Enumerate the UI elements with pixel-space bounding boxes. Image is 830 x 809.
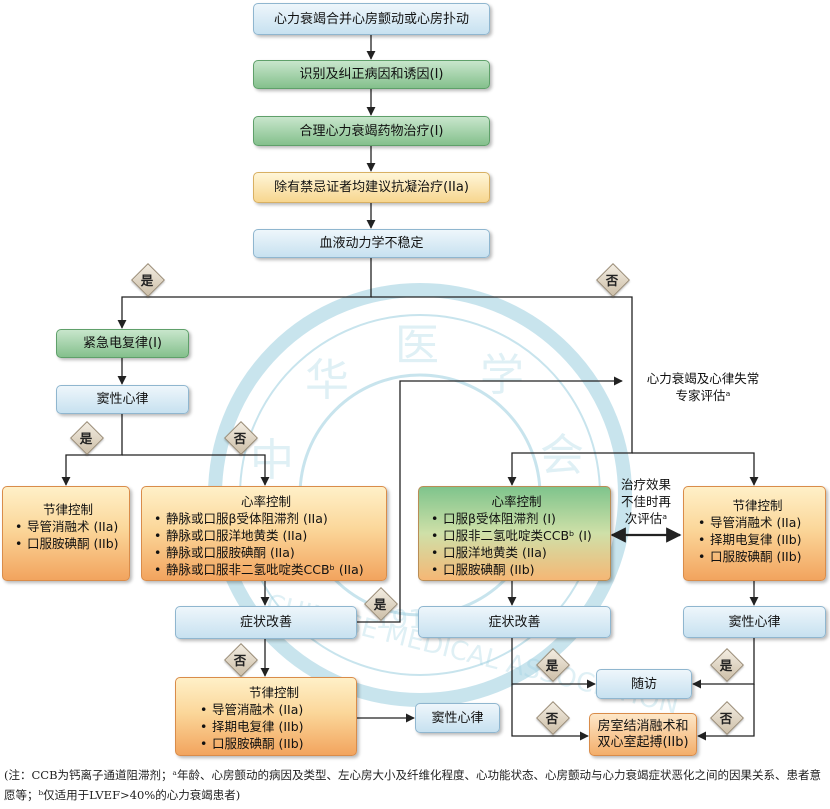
sinus-rhythm-label-3: 窦性心律: [728, 614, 781, 630]
list-item: 静脉或口服胺碘酮 (IIa): [154, 544, 378, 561]
decision-yes: 是: [373, 596, 387, 612]
reevaluate-line-3: 次评估ᵃ: [624, 511, 668, 526]
urgent-cardioversion-node: 紧急电复律(I): [56, 329, 189, 358]
watermark-char: 中: [250, 435, 294, 486]
list-item: 导管消融术 (IIa): [698, 514, 817, 531]
rhythm-control-box-3: 节律控制 导管消融术 (IIa) 择期电复律 (IIb) 口服胺碘酮 (IIb): [683, 486, 826, 581]
expert-evaluation-line-2: 专家评估ᵃ: [675, 388, 731, 403]
start-node: 心力衰竭合并心房颤动或心房扑动: [253, 3, 490, 35]
symptom-improve-node-2: 症状改善: [418, 606, 611, 638]
list-item: 口服胺碘酮 (IIb): [431, 561, 602, 578]
reevaluate-line-2: 不佳时再: [620, 494, 671, 509]
list-item: 静脉或口服β受体阻滞剂 (IIa): [154, 510, 378, 527]
list-item: 口服胺碘酮 (IIb): [698, 548, 817, 565]
sinus-rhythm-node-2: 窦性心律: [415, 703, 500, 733]
list-item: 导管消融术 (IIa): [200, 701, 348, 718]
sinus-rhythm-label-1: 窦性心律: [96, 392, 149, 407]
reevaluate-text: 治疗效果 不佳时再 次评估ᵃ: [614, 476, 678, 527]
watermark-char: 医: [395, 320, 439, 371]
rhythm-control-title-1: 节律控制: [42, 502, 93, 517]
av-node-ablation-node: 房室结消融术和 双心室起搏(IIb): [589, 713, 697, 756]
sinus-rhythm-node-3: 窦性心律: [683, 606, 826, 638]
watermark-char: 学: [480, 350, 524, 401]
hemodynamic-unstable-node: 血液动力学不稳定: [253, 229, 490, 258]
rational-therapy-label: 合理心力衰竭药物治疗(I): [299, 123, 444, 139]
list-item: 口服胺碘酮 (IIb): [15, 535, 121, 552]
sinus-rhythm-node-1: 窦性心律: [56, 385, 189, 414]
rhythm-control-box-2: 节律控制 导管消融术 (IIa) 择期电复律 (IIb) 口服胺碘酮 (IIb): [175, 677, 357, 756]
decision-yes: 是: [140, 272, 154, 288]
rate-control-box-1: 心率控制 静脉或口服β受体阻滞剂 (IIa) 静脉或口服洋地黄类 (IIa) 静…: [141, 486, 387, 581]
symptom-improve-node-1: 症状改善: [175, 606, 357, 639]
decision-yes: 是: [719, 657, 733, 673]
follow-up-node: 随访: [596, 669, 692, 699]
decision-yes: 是: [79, 430, 93, 446]
expert-evaluation-line-1: 心力衰竭及心律失常: [646, 371, 760, 386]
list-item: 静脉或口服非二氢吡啶类CCBᵇ (IIa): [154, 561, 378, 578]
list-item: 口服胺碘酮 (IIb): [200, 735, 348, 752]
decision-no: 否: [605, 272, 619, 288]
reevaluate-line-1: 治疗效果: [620, 477, 671, 492]
sinus-rhythm-label-2: 窦性心律: [431, 710, 484, 726]
symptom-improve-label-2: 症状改善: [488, 614, 541, 630]
footnote: (注：CCB为钙离子通道阻滞剂；ᵃ年龄、心房颤动的病因及类型、左心房大小及纤维化…: [4, 768, 821, 802]
watermark-char: 华: [305, 355, 349, 406]
list-item: 口服非二氢吡啶类CCBᵇ (I): [431, 527, 602, 544]
list-item: 静脉或口服洋地黄类 (IIa): [154, 527, 378, 544]
watermark-char: 会: [540, 430, 584, 481]
rhythm-control-title-2: 节律控制: [248, 685, 299, 700]
identify-cause-node: 识别及纠正病因和诱因(I): [253, 60, 490, 89]
identify-cause-label: 识别及纠正病因和诱因(I): [299, 67, 444, 82]
decision-no: 否: [233, 652, 247, 668]
start-node-label: 心力衰竭合并心房颤动或心房扑动: [273, 11, 469, 27]
follow-up-label: 随访: [630, 676, 657, 692]
list-item: 择期电复律 (IIb): [698, 531, 817, 548]
rhythm-control-box-1: 节律控制 导管消融术 (IIa) 口服胺碘酮 (IIb): [2, 486, 130, 581]
list-item: 导管消融术 (IIa): [15, 518, 121, 535]
urgent-cardioversion-label: 紧急电复律(I): [83, 336, 162, 351]
decision-no: 否: [719, 710, 733, 726]
decision-no: 否: [545, 710, 559, 726]
list-item: 口服β受体阻滞剂 (I): [431, 510, 602, 527]
anticoagulation-label: 除有禁忌证者均建议抗凝治疗(IIa): [274, 180, 469, 195]
av-node-ablation-line-2: 双心室起搏(IIb): [597, 734, 689, 750]
rhythm-control-title-3: 节律控制: [732, 498, 783, 513]
hemodynamic-unstable-label: 血液动力学不稳定: [319, 236, 424, 251]
decision-no: 否: [233, 430, 247, 446]
rate-control-box-2: 心率控制 口服β受体阻滞剂 (I) 口服非二氢吡啶类CCBᵇ (I) 口服洋地黄…: [418, 486, 611, 581]
decision-yes: 是: [545, 657, 559, 673]
av-node-ablation-line-1: 房室结消融术和: [597, 718, 689, 734]
list-item: 择期电复律 (IIb): [200, 718, 348, 735]
symptom-improve-label-1: 症状改善: [239, 615, 292, 630]
list-item: 口服洋地黄类 (IIa): [431, 544, 602, 561]
rate-control-title-1: 心率控制: [240, 494, 291, 509]
rate-control-title-2: 心率控制: [491, 494, 542, 509]
expert-evaluation-text: 心力衰竭及心律失常 专家评估ᵃ: [628, 370, 778, 404]
rational-therapy-node: 合理心力衰竭药物治疗(I): [253, 116, 490, 146]
anticoagulation-node: 除有禁忌证者均建议抗凝治疗(IIa): [253, 172, 490, 203]
